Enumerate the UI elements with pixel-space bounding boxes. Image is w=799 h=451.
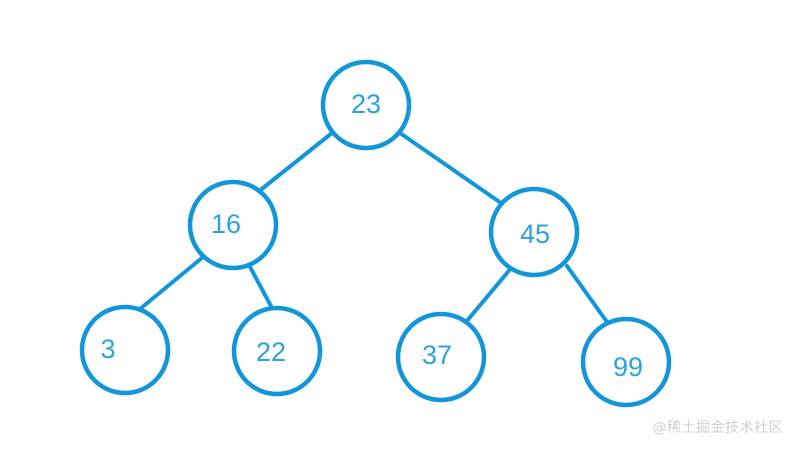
node-label-37: 37 [422, 340, 452, 370]
tree-node-22[interactable]: 22 [231, 305, 323, 397]
tree-node-99[interactable]: 99 [580, 316, 672, 408]
node-circle-16 [187, 179, 279, 271]
edge-16-22 [247, 263, 274, 310]
tree-edges-group [138, 131, 609, 324]
edge-45-99 [565, 264, 609, 324]
node-circle-3 [79, 304, 171, 396]
node-circle-22 [231, 305, 323, 397]
node-circle-37 [395, 311, 487, 403]
edge-root-16 [256, 131, 334, 194]
node-circle-23 [320, 59, 412, 151]
tree-nodes-group: 23 16 45 3 22 37 99 [79, 59, 672, 408]
edge-16-3 [138, 255, 205, 311]
node-label-45: 45 [520, 219, 550, 249]
node-label-16: 16 [211, 209, 241, 239]
node-label-99: 99 [613, 352, 643, 382]
tree-node-23[interactable]: 23 [320, 59, 412, 151]
tree-node-45[interactable]: 45 [488, 186, 580, 278]
node-label-22: 22 [256, 337, 286, 367]
node-label-23: 23 [351, 89, 381, 119]
tree-node-37[interactable]: 37 [395, 311, 487, 403]
watermark-text: @稀土掘金技术社区 [652, 420, 783, 436]
tree-node-3[interactable]: 3 [79, 304, 171, 396]
node-label-3: 3 [100, 334, 115, 364]
node-circle-45 [488, 186, 580, 278]
tree-node-16[interactable]: 16 [187, 179, 279, 271]
edge-45-37 [464, 265, 514, 324]
node-circle-99 [580, 316, 672, 408]
edge-root-45 [398, 131, 503, 205]
